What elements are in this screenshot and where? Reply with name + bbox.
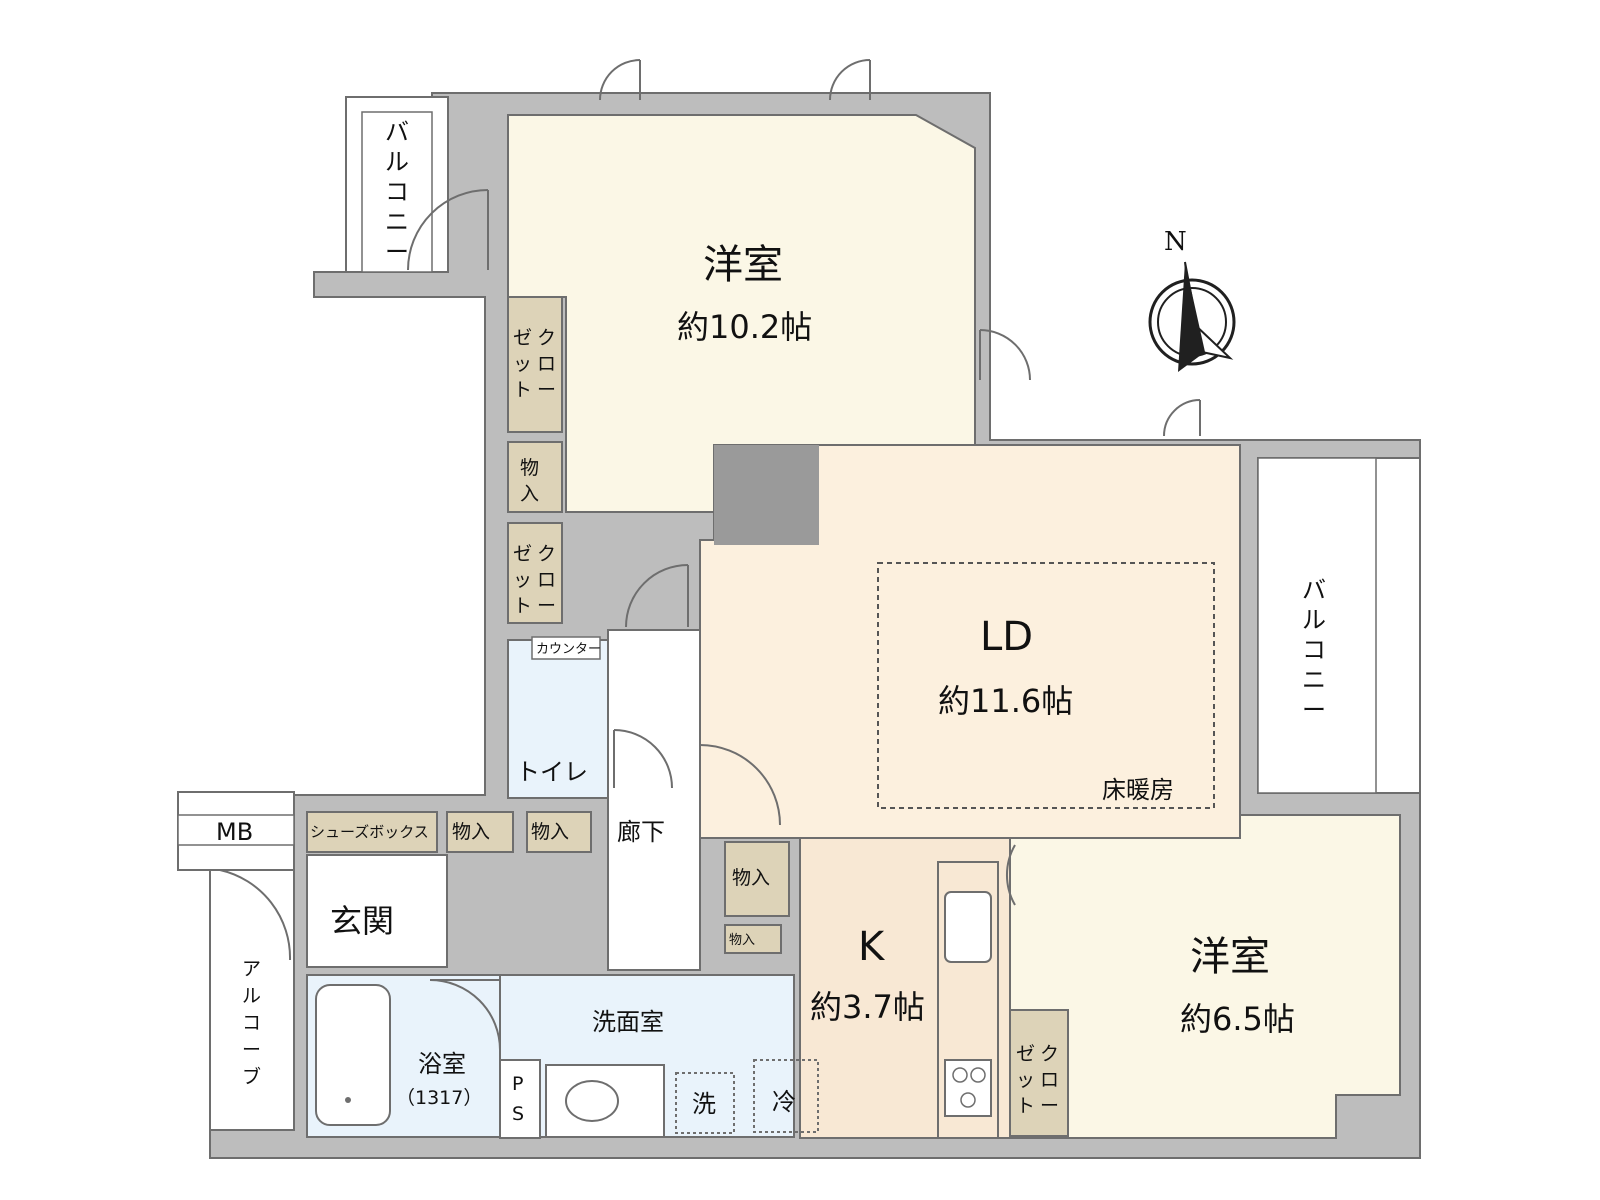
svg-text:S: S: [512, 1103, 524, 1125]
shoebox: [306, 811, 438, 853]
fridge-space: [753, 1059, 819, 1133]
storage-5: [724, 924, 782, 954]
storage-1: [507, 441, 563, 513]
western-room-1-name: 洋室: [703, 242, 783, 288]
door-swings: [219, 59, 1201, 1051]
closet-2-label: ク ロ ー ゼ ッ ト: [513, 543, 556, 617]
svg-text:ク: ク: [537, 327, 556, 349]
kitchen-size: 約3.7帖: [810, 988, 925, 1026]
closet-1: [507, 296, 563, 433]
svg-text:ア: ア: [242, 958, 261, 980]
toilet-label: トイレ: [516, 758, 588, 786]
storage-4-label: 物入: [732, 867, 770, 889]
corridor-label: 廊下: [617, 818, 665, 846]
entrance-label: 玄関: [330, 902, 394, 940]
washer-label: 洗: [692, 1090, 716, 1118]
svg-text:ト: ト: [1016, 1095, 1035, 1117]
svg-text:バ: バ: [1302, 576, 1326, 604]
kitchen-sink: [944, 891, 992, 963]
closet-1-label: ク ロ ー ゼ ッ ト: [513, 327, 556, 401]
ld-size: 約11.6帖: [938, 682, 1073, 720]
storage-5-label: 物入: [729, 933, 755, 948]
svg-text:ッ: ッ: [513, 569, 532, 591]
compass-north-label: N: [1164, 227, 1187, 257]
closet-3: [1009, 1009, 1069, 1137]
svg-text:コ: コ: [385, 178, 409, 206]
svg-text:ニ: ニ: [1302, 666, 1326, 694]
svg-text:ロ: ロ: [537, 353, 556, 375]
floor-heating-area: [877, 562, 1215, 809]
svg-text:ト: ト: [513, 595, 532, 617]
svg-text:ッ: ッ: [1016, 1069, 1035, 1091]
closet-2: [507, 522, 563, 624]
svg-text:ゼ: ゼ: [513, 327, 532, 349]
column: [714, 445, 819, 545]
svg-text:ー: ー: [385, 238, 409, 266]
svg-text:ブ: ブ: [242, 1065, 261, 1088]
svg-text:ー: ー: [537, 595, 556, 617]
western-room-2-name: 洋室: [1190, 934, 1270, 980]
storage-2-label: 物入: [452, 821, 490, 843]
balcony-right-label: バ ル コ ニ ー: [1302, 576, 1326, 724]
compass: [1148, 261, 1236, 372]
mb-label: MB: [216, 818, 253, 846]
svg-text:P: P: [512, 1073, 523, 1095]
svg-text:ク: ク: [1040, 1043, 1059, 1065]
svg-text:ロ: ロ: [537, 569, 556, 591]
floor-heating-label: 床暖房: [1102, 776, 1174, 804]
bath-size: （1317）: [396, 1087, 482, 1109]
ps-label: P S: [512, 1073, 524, 1125]
svg-text:ル: ル: [1302, 606, 1326, 634]
alcove-label: ア ル コ ー ブ: [242, 958, 261, 1088]
western-room-2-floor: [1009, 814, 1401, 1139]
washer-space: [675, 1072, 735, 1134]
balcony-left-label: バ ル コ ニ ー: [385, 118, 409, 266]
western-room-2-size: 約6.5帖: [1180, 1000, 1295, 1038]
svg-text:ニ: ニ: [385, 208, 409, 236]
svg-text:ッ: ッ: [513, 353, 532, 375]
ld-name: LD: [980, 614, 1033, 660]
entrance-floor: [306, 854, 448, 968]
svg-text:ー: ー: [537, 379, 556, 401]
svg-text:バ: バ: [385, 118, 409, 146]
bath-name: 浴室: [418, 1050, 466, 1078]
storage-3-label: 物入: [531, 821, 569, 843]
kitchen-name: K: [858, 924, 886, 970]
svg-text:ゼ: ゼ: [1016, 1043, 1035, 1065]
storage-3: [526, 811, 592, 853]
alcove-area: [209, 869, 295, 1131]
closet-3-label: ク ロ ー ゼ ッ ト: [1016, 1043, 1059, 1117]
shoebox-label: シューズボックス: [310, 823, 429, 841]
svg-text:ー: ー: [1302, 696, 1326, 724]
svg-text:ロ: ロ: [1040, 1069, 1059, 1091]
svg-text:コ: コ: [242, 1012, 261, 1034]
counter: [531, 636, 601, 660]
fridge-label: 冷: [772, 1088, 796, 1116]
svg-text:コ: コ: [1302, 636, 1326, 664]
svg-text:ー: ー: [1040, 1095, 1059, 1117]
svg-text:入: 入: [520, 483, 539, 505]
western-room-1-size: 約10.2帖: [677, 308, 812, 346]
svg-text:物: 物: [520, 457, 539, 479]
toilet-floor: [507, 639, 609, 799]
counter-label: カウンター: [536, 642, 601, 657]
svg-text:ゼ: ゼ: [513, 543, 532, 565]
storage-2: [446, 811, 514, 853]
svg-text:ト: ト: [513, 379, 532, 401]
bathtub: [315, 984, 391, 1126]
svg-text:ー: ー: [242, 1039, 261, 1061]
svg-text:ル: ル: [385, 148, 409, 176]
corridor-floor: [607, 629, 701, 971]
svg-text:ク: ク: [537, 543, 556, 565]
washroom-label: 洗面室: [592, 1008, 664, 1036]
storage-1-label: 物 入: [520, 457, 539, 505]
svg-text:ル: ル: [242, 985, 261, 1007]
storage-4: [724, 841, 790, 917]
ps-shaft: [499, 1059, 541, 1139]
